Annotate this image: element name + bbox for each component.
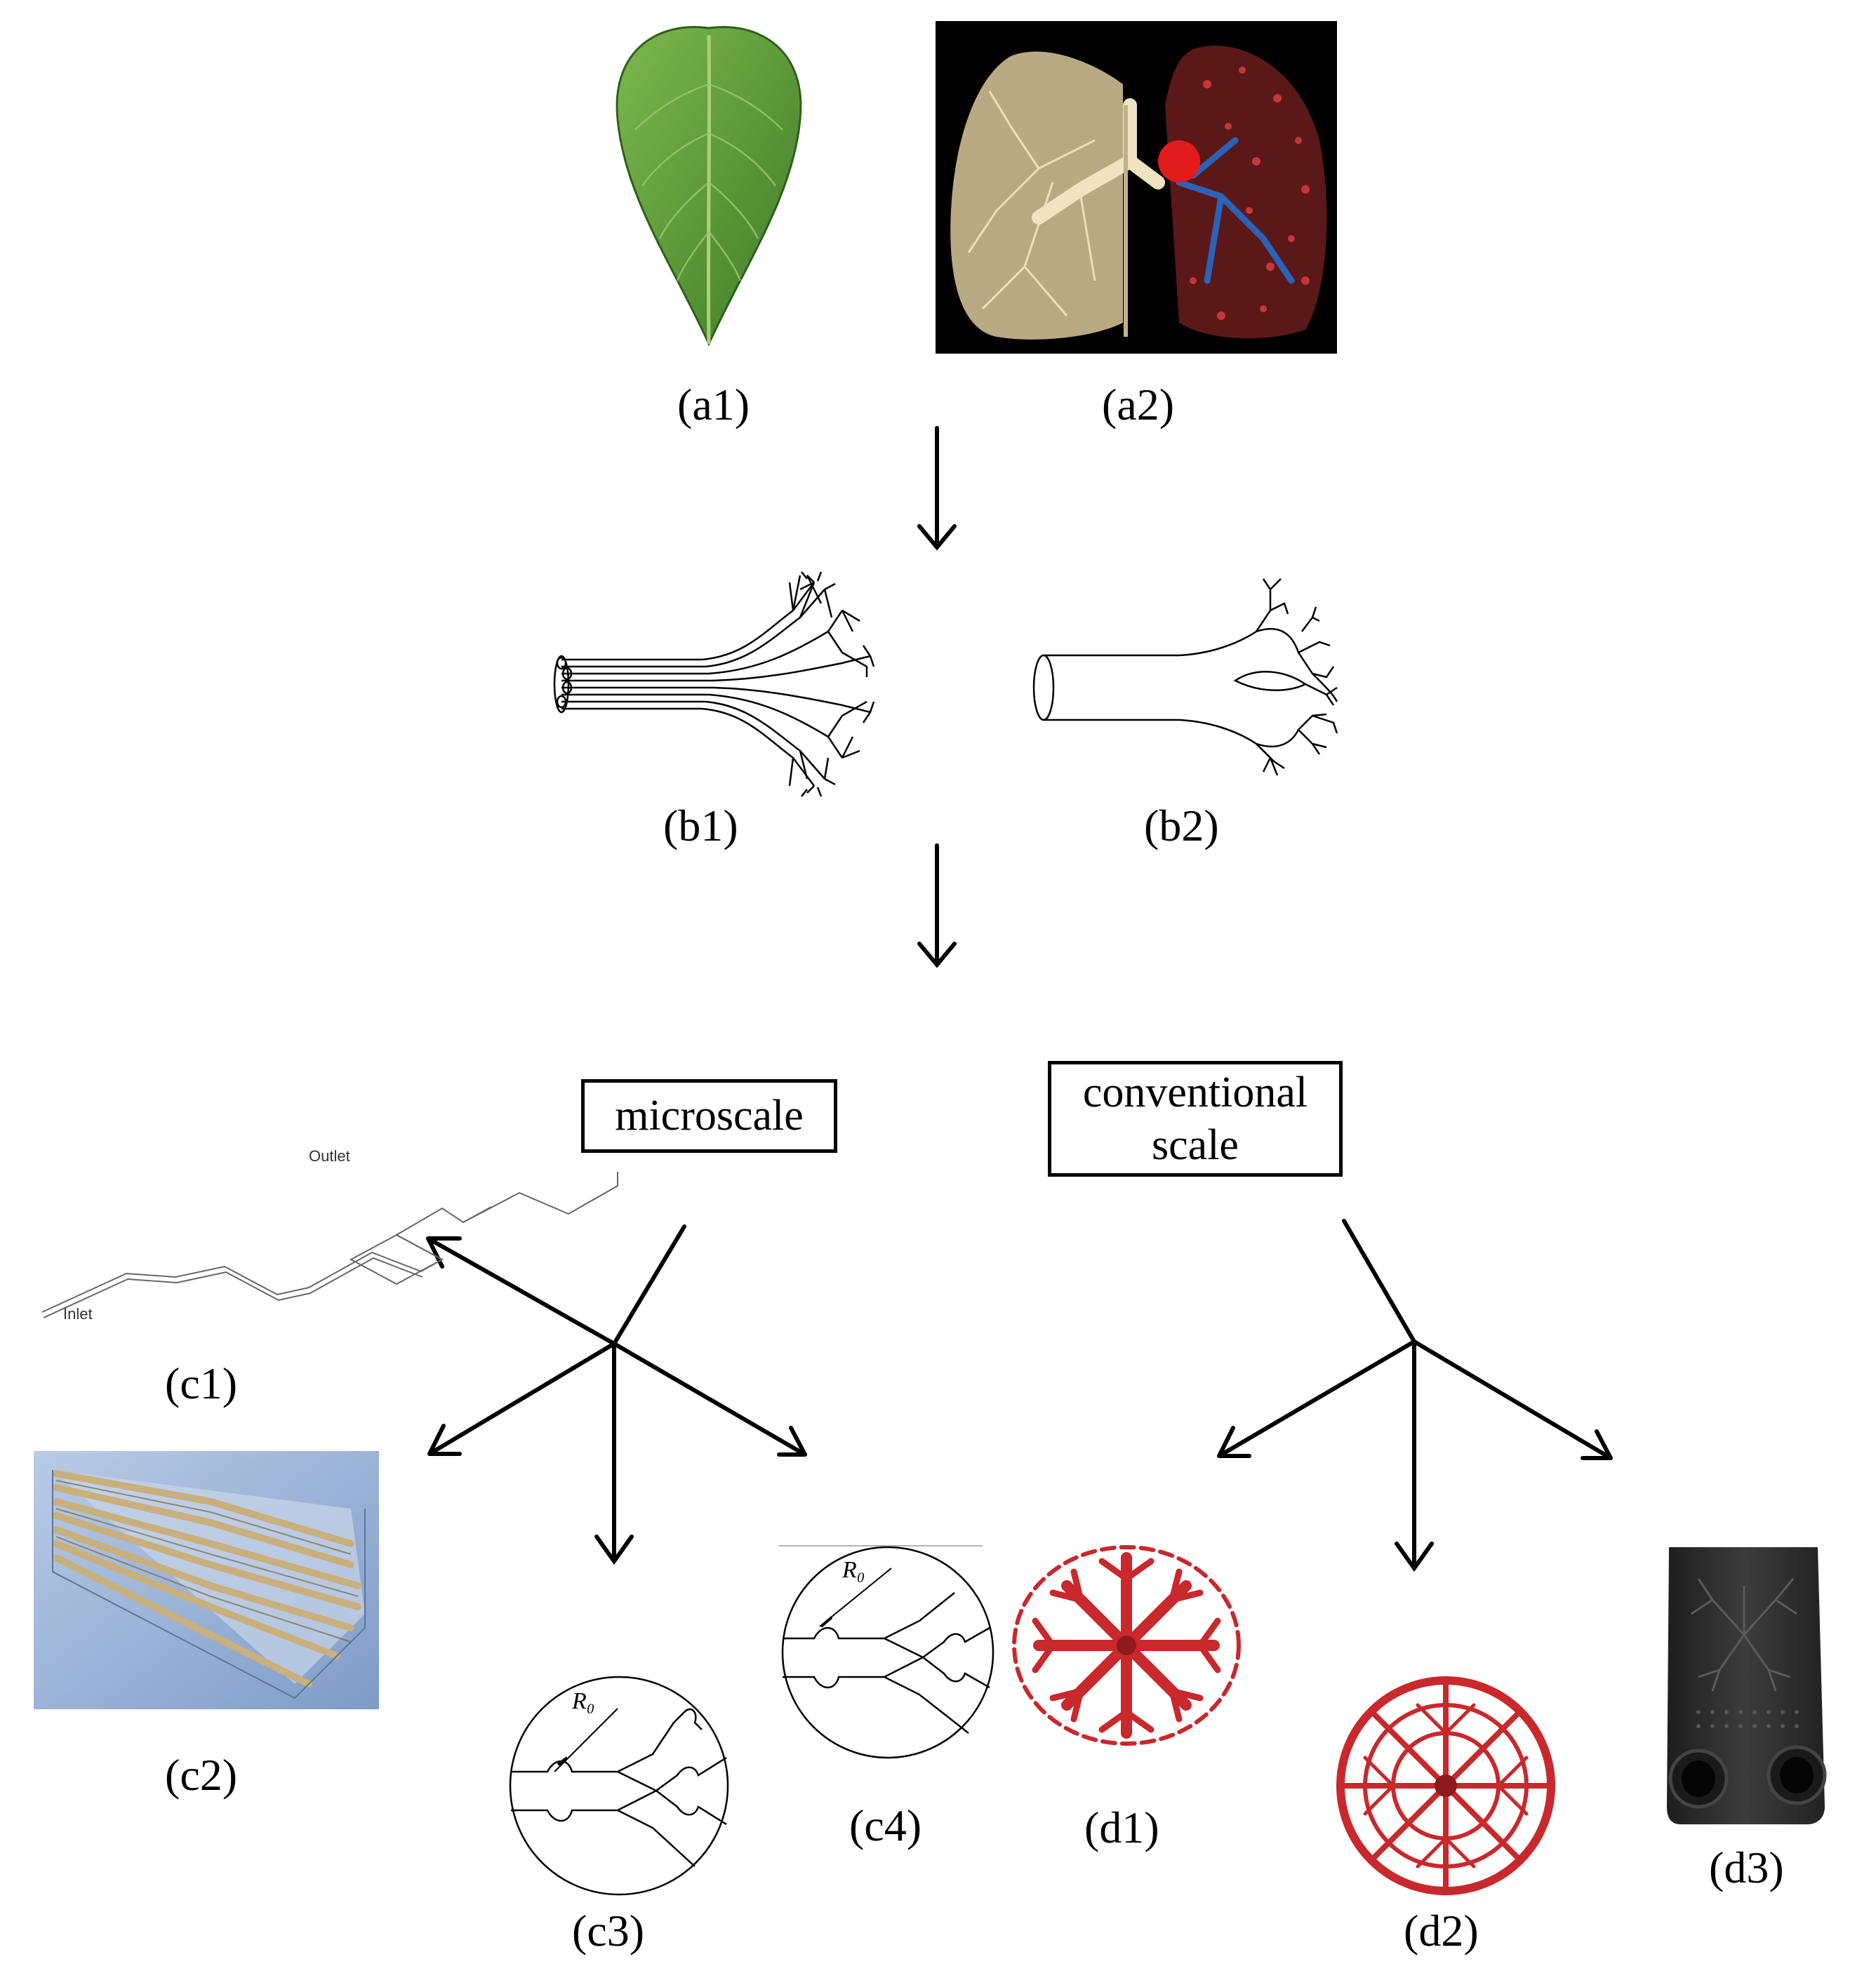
arrow-to-c2: [427, 1342, 616, 1456]
conventional-stem: [1342, 1219, 1416, 1344]
c1-outlet-label: Outlet: [309, 1147, 350, 1165]
arrow-to-d2: [1395, 1339, 1434, 1572]
conventional-scale-box: conventional scale: [1048, 1061, 1343, 1177]
c3-radius-label: R₀: [571, 1688, 595, 1714]
conventional-label-line2: scale: [1152, 1121, 1239, 1169]
label-c2: (c2): [165, 1750, 238, 1800]
label-c3: (c3): [572, 1906, 645, 1956]
channel-3d-render-image: [34, 1451, 379, 1709]
label-d2: (d2): [1404, 1906, 1479, 1956]
label-d3: (d3): [1709, 1843, 1784, 1892]
arrow-to-c3: [594, 1342, 634, 1565]
arrow-to-c1: [426, 1236, 616, 1346]
arrow-b-to-scales: [917, 843, 957, 968]
fractal-heat-sink-d2-image: [1336, 1676, 1555, 1895]
bronchial-tree-drawing: [1032, 578, 1338, 776]
label-c1: (c1): [165, 1358, 238, 1408]
plate-heat-exchanger-d3-image: [1667, 1547, 1827, 1824]
arrow-to-c4: [612, 1342, 807, 1457]
label-a1: (a1): [677, 380, 750, 429]
arrow-a-to-b: [917, 426, 957, 551]
microscale-box: microscale: [581, 1079, 837, 1153]
label-b2: (b2): [1144, 801, 1219, 850]
leaf-image: [616, 26, 802, 347]
c1-inlet-label: Inlet: [63, 1305, 93, 1323]
label-a2: (a2): [1102, 380, 1175, 429]
conventional-label-line1: conventional: [1082, 1069, 1308, 1117]
label-b1: (b1): [663, 801, 738, 850]
branching-tube-bundle-drawing: [553, 571, 875, 797]
arrow-to-d1: [1217, 1339, 1416, 1458]
microscale-stem: [612, 1224, 686, 1346]
microchannel-layout-drawing: [41, 1172, 618, 1318]
arrow-to-d3: [1412, 1339, 1613, 1460]
label-c4: (c4): [849, 1800, 922, 1850]
bifurcation-detail-c4-drawing: [779, 1545, 994, 1759]
bifurcation-detail-c3-drawing: [509, 1676, 729, 1896]
flow-arrows: [426, 426, 1613, 1572]
microscale-label: microscale: [615, 1092, 804, 1140]
c4-radius-label: R₀: [841, 1557, 865, 1583]
lung-cast-image: [936, 21, 1337, 354]
label-d1: (d1): [1084, 1803, 1159, 1852]
fractal-heat-sink-d1-image: [1012, 1545, 1241, 1746]
